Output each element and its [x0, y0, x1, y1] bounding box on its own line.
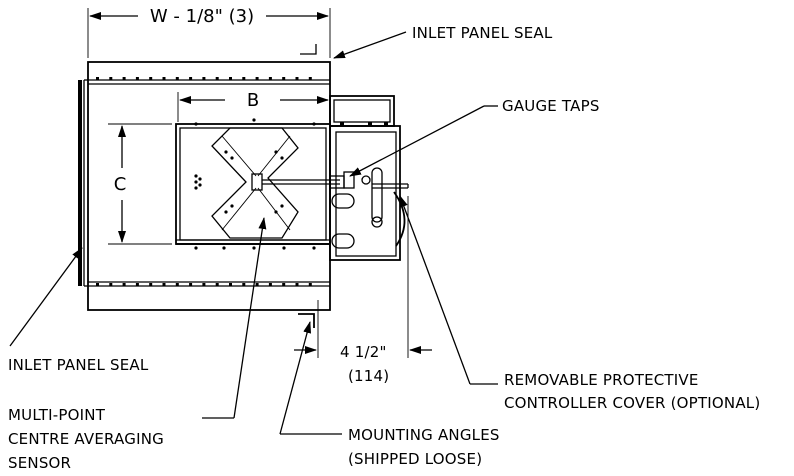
mounting-angle-top: [300, 44, 317, 55]
rivet: [255, 283, 259, 286]
rivet: [295, 77, 299, 80]
rivet: [175, 283, 179, 286]
sensor-port-dot: [224, 150, 228, 154]
rivet: [229, 283, 232, 286]
offset-dimension-label: 4 1/2": [340, 343, 387, 361]
rivet: [122, 77, 126, 80]
sensor-port-dot: [194, 174, 198, 178]
sensor-port-dot: [274, 210, 278, 214]
rivet: [149, 283, 153, 286]
sensor-label-line1: MULTI-POINT: [8, 406, 106, 424]
rivet: [122, 283, 126, 286]
c-dimension-label: C: [114, 174, 127, 195]
sensor-port-dot: [198, 183, 202, 187]
offset-dimension-metric: (114): [348, 367, 389, 385]
flange-rivets-bottom: [96, 283, 312, 286]
sensor-port-dot: [224, 210, 228, 214]
rivet: [135, 77, 139, 80]
sensor-port-dot: [280, 204, 284, 208]
rivet: [175, 77, 179, 80]
rivet: [96, 283, 99, 286]
sensor-port-dot: [280, 156, 284, 160]
rivet: [242, 77, 246, 80]
inlet-panel-seal-left-label: INLET PANEL SEAL: [8, 356, 149, 374]
rivet: [295, 283, 299, 286]
sensor-port-dot: [252, 246, 256, 250]
rivet: [255, 77, 259, 80]
rivet: [202, 283, 206, 286]
rivet: [162, 283, 166, 286]
rivet: [268, 77, 272, 80]
mounting-angle-bottom: [298, 313, 315, 328]
b-dimension-label: B: [247, 90, 259, 111]
rivet: [308, 77, 312, 80]
sensor-ports: [194, 118, 316, 250]
leader-lines: [9, 31, 498, 435]
rivet: [149, 77, 153, 80]
sensor-port-dot: [194, 186, 198, 190]
removable-cover-label-line1: REMOVABLE PROTECTIVE: [504, 371, 699, 389]
controller-box: [329, 95, 409, 261]
rivet: [308, 283, 312, 286]
rivet: [189, 77, 193, 80]
sensor-port-dot: [312, 246, 316, 250]
inlet-panel-seal-top-label: INLET PANEL SEAL: [412, 24, 553, 42]
rivet: [189, 283, 193, 286]
c-dimension: C: [108, 123, 172, 245]
rivet: [282, 77, 286, 80]
sensor-port-dot: [230, 204, 234, 208]
sensor-port-dot: [230, 156, 234, 160]
sensor-port-dot: [282, 246, 286, 250]
rivet: [202, 77, 206, 80]
sensor-port-dot: [252, 118, 256, 122]
rivet: [215, 77, 219, 80]
rivet: [242, 283, 246, 286]
rivet: [135, 283, 139, 286]
sensor-port-dot: [194, 122, 198, 126]
mounting-angles-label-line1: MOUNTING ANGLES: [348, 426, 500, 444]
sensor-port-dot: [198, 177, 202, 181]
flange-rivets-top: [96, 77, 312, 80]
rivet: [282, 283, 286, 286]
width-dimension: W - 1/8" (3): [87, 6, 331, 58]
rivet: [268, 283, 272, 286]
rivet: [96, 77, 99, 80]
rivet: [109, 77, 113, 80]
multi-point-sensor: [211, 127, 340, 239]
sensor-label-line2: CENTRE AVERAGING: [8, 430, 164, 448]
mounting-angles-label-line2: (SHIPPED LOOSE): [348, 450, 482, 468]
rivet: [162, 77, 166, 80]
width-dimension-label: W - 1/8" (3): [150, 6, 254, 27]
gauge-taps-label: GAUGE TAPS: [502, 97, 600, 115]
sensor-port-dot: [194, 180, 198, 184]
offset-dimension: 4 1/2" (114): [294, 196, 432, 385]
sensor-label-line3: SENSOR: [8, 454, 71, 472]
rivet: [109, 283, 113, 286]
rivet: [229, 77, 232, 80]
sensor-port-dot: [222, 246, 226, 250]
sensor-port-dot: [312, 122, 316, 126]
sensor-port-dot: [274, 150, 278, 154]
b-dimension: B: [177, 90, 329, 122]
removable-cover-label-line2: CONTROLLER COVER (OPTIONAL): [504, 394, 760, 412]
rivet: [215, 283, 219, 286]
sensor-port-dot: [194, 246, 198, 250]
